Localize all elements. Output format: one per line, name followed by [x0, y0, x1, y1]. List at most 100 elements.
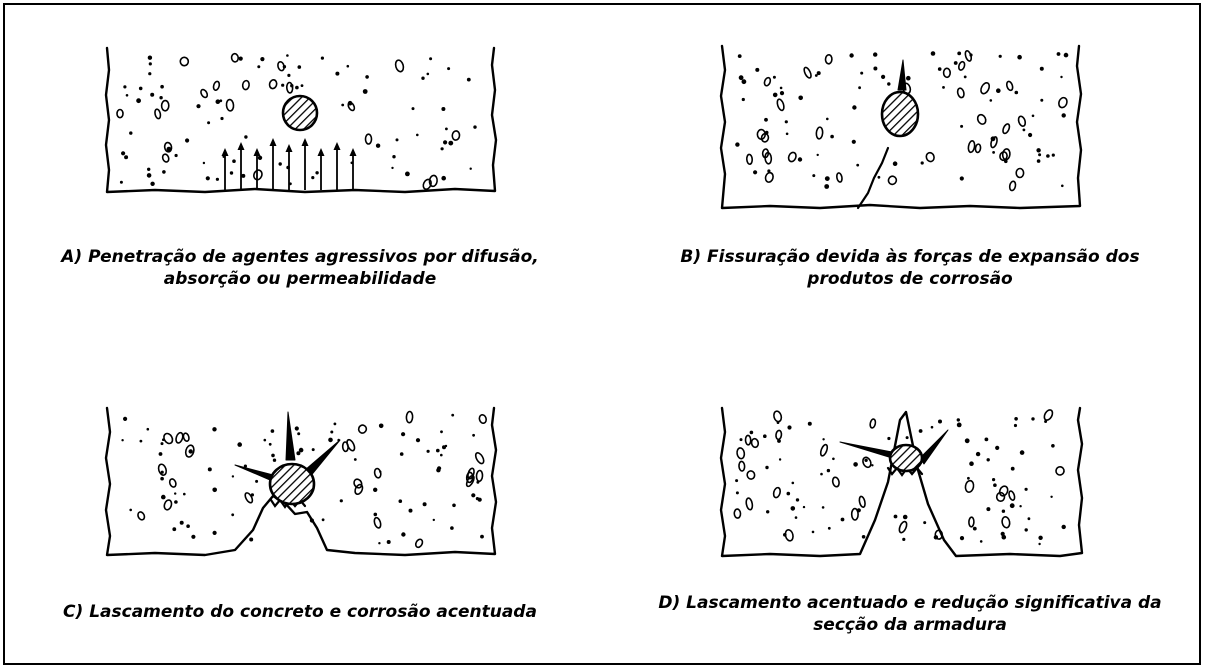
aggregate-grain — [1038, 542, 1041, 546]
aggregate-grain — [440, 453, 443, 457]
aggregate-grain — [968, 516, 975, 528]
aggregate-grain — [785, 132, 789, 136]
aggregate-speckle — [735, 49, 1069, 192]
aggregate-grain — [281, 83, 285, 87]
aggregate-grain — [139, 439, 143, 443]
aggregate-grain — [185, 138, 190, 143]
aggregate-grain — [826, 117, 829, 121]
aggregate-grain — [378, 542, 381, 545]
aggregate-grain — [220, 116, 224, 121]
aggregate-grain — [744, 434, 752, 446]
aggregate-grain — [146, 427, 150, 431]
aggregate-grain — [814, 74, 818, 77]
aggregate-grain — [168, 478, 177, 488]
aggregate-grain — [347, 101, 356, 112]
aggregate-grain — [161, 494, 166, 500]
aggregate-grain — [421, 76, 425, 80]
aggregate-grain — [873, 52, 878, 57]
aggregate-grain — [447, 67, 451, 71]
aggregate-grain — [938, 419, 942, 424]
aggregate-grain — [229, 171, 234, 175]
aggregate-grain — [473, 125, 477, 129]
aggregate-grain — [992, 151, 995, 154]
aggregate-grain — [207, 121, 211, 125]
aggregate-grain — [960, 124, 964, 128]
aggregate-grain — [869, 418, 877, 429]
aggregate-grain — [976, 113, 987, 125]
aggregate-grain — [401, 432, 406, 437]
aggregate-grain — [995, 491, 1006, 502]
aggregate-grain — [812, 174, 816, 178]
aggregate-grain — [162, 170, 166, 174]
arrow-head — [269, 138, 277, 146]
aggregate-grain — [357, 424, 368, 434]
caption-d: D) Lascamento acentuado e redução signif… — [630, 592, 1190, 636]
aggregate-grain — [238, 56, 243, 61]
aggregate-grain — [956, 87, 965, 99]
rebar-cross-section — [268, 462, 316, 506]
rebar-cross-section — [880, 90, 920, 138]
aggregate-grain — [957, 51, 962, 56]
aggregate-grain — [129, 508, 132, 512]
aggregate-grain — [763, 434, 767, 438]
aggregate-grain — [373, 516, 382, 529]
aggregate-grain — [260, 57, 265, 62]
aggregate-grain — [183, 492, 186, 496]
aggregate-grain — [278, 162, 282, 166]
aggregate-grain — [969, 461, 974, 466]
aggregate-grain — [735, 491, 739, 495]
aggregate-grain — [161, 153, 170, 163]
aggregate-grain — [1024, 487, 1028, 491]
aggregate-grain — [272, 458, 277, 462]
aggregate-grain — [993, 483, 997, 487]
aggregate-grain — [398, 499, 403, 503]
aggregate-grain — [250, 493, 254, 497]
aggregate-grain — [474, 452, 485, 465]
aggregate-grain — [1061, 113, 1066, 118]
aggregate-grain — [174, 492, 177, 495]
aggregate-grain — [188, 449, 193, 454]
aggregate-grain — [1010, 466, 1015, 471]
aggregate-grain — [996, 88, 1001, 93]
aggregate-grain — [979, 540, 983, 543]
aggregate-speckle — [121, 410, 487, 549]
figure-frame — [3, 3, 1201, 665]
aggregate-grain — [277, 60, 285, 72]
panel-a — [95, 40, 515, 210]
aggregate-grain — [776, 98, 785, 112]
aggregate-grain — [147, 55, 153, 60]
aggregate-grain — [411, 107, 415, 111]
aggregate-grain — [1044, 420, 1048, 423]
aggregate-grain — [1046, 154, 1050, 158]
aggregate-grain — [887, 436, 891, 441]
aggregate-grain — [346, 438, 356, 452]
aggregate-grain — [1019, 505, 1022, 508]
caption-line: secção da armadura — [813, 615, 1007, 635]
aggregate-grain — [1038, 153, 1042, 157]
aggregate-grain — [835, 172, 843, 183]
aggregate-grain — [953, 61, 958, 65]
aggregate-grain — [832, 457, 835, 461]
arrow-head — [333, 142, 341, 150]
aggregate-grain — [1040, 98, 1044, 102]
aggregate-grain — [802, 505, 806, 509]
aggregate-grain — [241, 79, 250, 91]
concrete-block-outline — [719, 406, 1084, 558]
aggregate-grain — [150, 92, 155, 97]
aggregate-grain — [452, 503, 456, 508]
aggregate-grain — [811, 530, 815, 534]
aggregate-grain — [244, 135, 248, 139]
aggregate-grain — [429, 57, 433, 61]
aggregate-grain — [335, 71, 340, 76]
aggregate-grain — [309, 518, 314, 523]
aggregate-grain — [231, 475, 235, 478]
aggregate-grain — [995, 445, 1000, 450]
aggregate-grain — [1036, 148, 1041, 153]
aggregate-grain — [136, 98, 141, 104]
aggregate-grain — [160, 476, 164, 481]
aggregate-grain — [986, 507, 991, 512]
aggregate-grain — [777, 439, 781, 443]
aggregate-grain — [373, 512, 378, 517]
aggregate-grain — [858, 86, 861, 90]
aggregate-grain — [741, 97, 745, 102]
